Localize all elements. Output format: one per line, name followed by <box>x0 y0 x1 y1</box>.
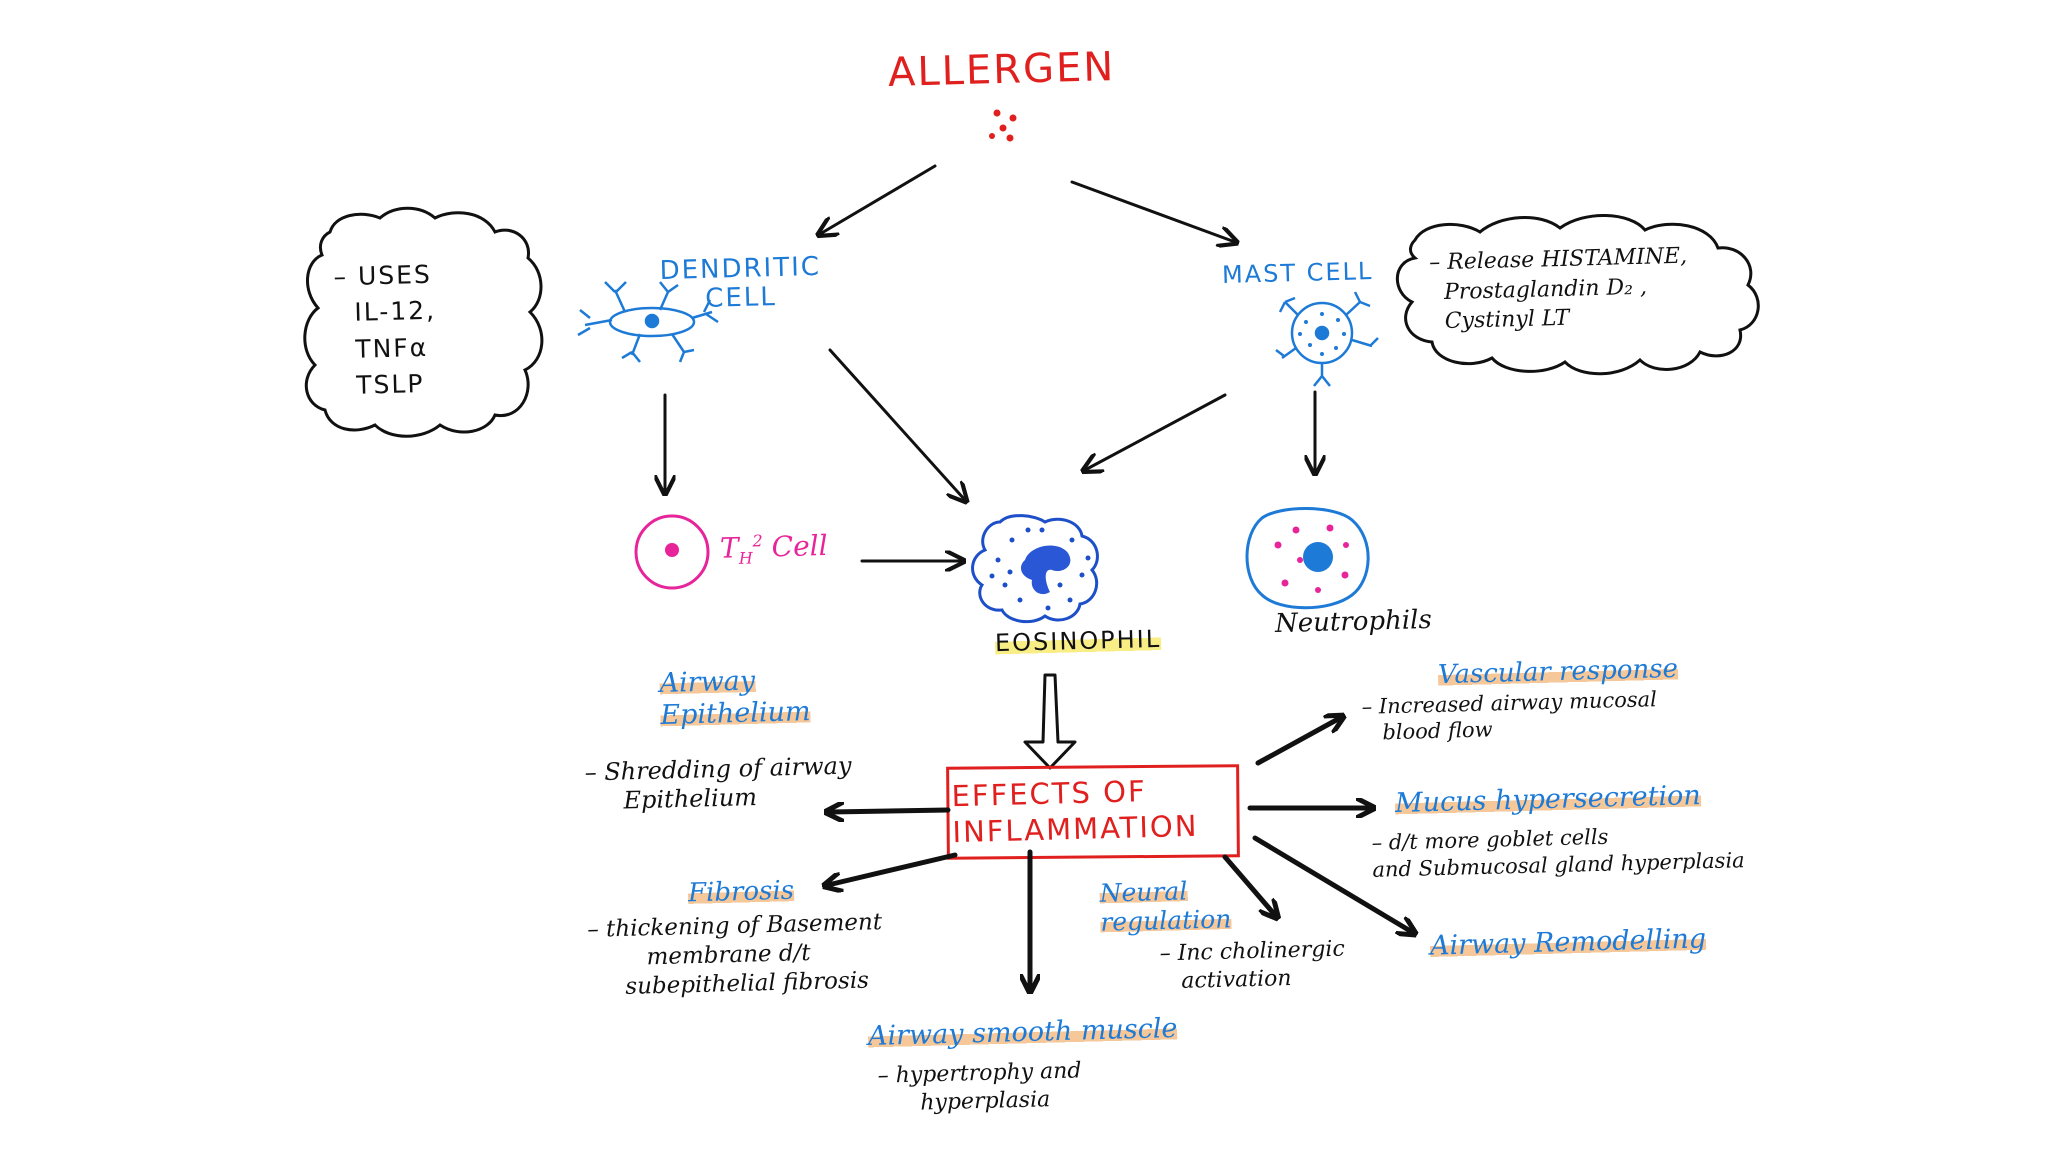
airway-epithelium-title: Airway Epithelium <box>659 664 811 733</box>
th2-cell-label: TH2 Cell <box>719 528 829 568</box>
eosinophil-label: EOSINOPHIL <box>994 624 1162 658</box>
allergen-particles-icon <box>989 109 1017 142</box>
allergen-title: ALLERGEN <box>887 44 1116 96</box>
neutrophils-label: Neutrophils <box>1274 604 1433 640</box>
left-note-cloud <box>303 206 544 438</box>
effect-arrows <box>828 718 1412 988</box>
th2-subscript: H <box>738 548 754 568</box>
fibrosis-title-text: Fibrosis <box>687 875 795 909</box>
dendritic-cell-label: DENDRITIC CELL <box>659 251 822 314</box>
fibrosis-detail: – thickening of Basement membrane d/t su… <box>586 909 883 1001</box>
th2-superscript: 2 <box>752 531 763 551</box>
right-cloud-text: – Release HISTAMINE, Prostaglandin D₂ , … <box>1428 243 1688 335</box>
right-note-cloud <box>1395 214 1760 376</box>
neutrophil-icon <box>1245 507 1370 610</box>
eosinophil-label-text: EOSINOPHIL <box>994 624 1162 658</box>
th2-cell-icon <box>634 514 710 590</box>
eosinophil-to-effects-arrow <box>1023 673 1077 770</box>
vascular-response-detail: – Increased airway mucosal blood flow <box>1361 687 1658 746</box>
fibrosis-title: Fibrosis <box>687 875 795 909</box>
th2-letter: T <box>719 531 740 565</box>
mast-cell-label: MAST CELL <box>1221 257 1374 289</box>
effects-box-label: EFFECTS OF INFLAMMATION <box>951 774 1199 850</box>
dendritic-cell-icon <box>577 281 719 363</box>
effects-box-border <box>946 764 1240 860</box>
th2-cell-word: Cell <box>762 528 828 564</box>
neural-regulation-title-text: Neural regulation <box>1099 876 1232 937</box>
left-cloud-text: – USES IL-12, TNFα TSLP <box>333 259 437 401</box>
mucus-hypersecretion-detail: – d/t more goblet cells and Submucosal g… <box>1371 824 1745 883</box>
airway-epithelium-title-text: Airway Epithelium <box>659 665 811 732</box>
vascular-response-title: Vascular response <box>1437 653 1679 691</box>
pathway-arrows <box>665 164 1315 561</box>
smooth-muscle-detail: – hypertrophy and hyperplasia <box>877 1058 1082 1117</box>
vascular-response-title-text: Vascular response <box>1437 653 1679 691</box>
neural-regulation-detail: – Inc cholinergic activation <box>1159 936 1346 994</box>
neural-regulation-title: Neural regulation <box>1099 876 1232 937</box>
mast-cell-icon <box>1275 291 1379 387</box>
eosinophil-icon <box>971 514 1099 624</box>
airway-epithelium-detail: – Shredding of airway Epithelium <box>584 751 852 816</box>
